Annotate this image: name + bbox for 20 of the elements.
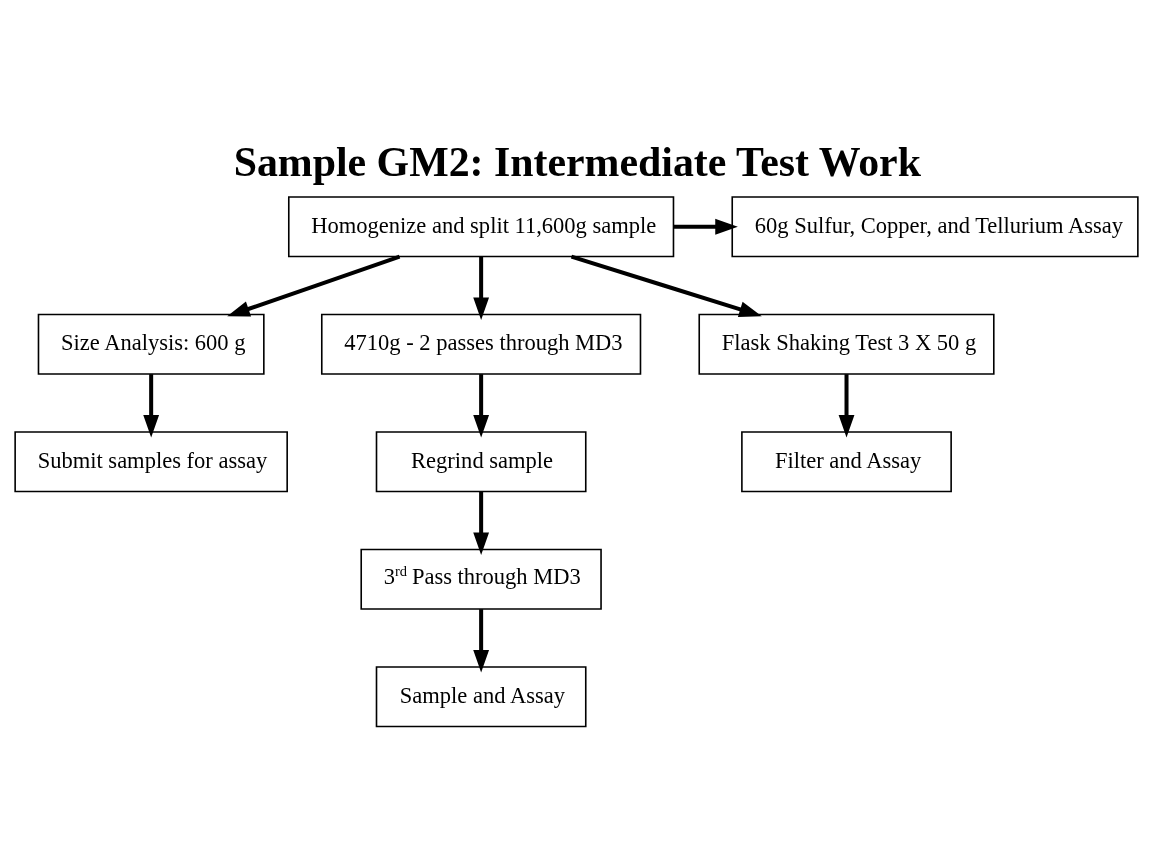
- arrow: [143, 374, 160, 438]
- node-box: Regrind sample: [375, 431, 587, 493]
- node-box: 3$^{rd}$ Pass through MD3: [360, 548, 602, 610]
- diagram-title: Sample GM2: Intermediate Test Work: [233, 138, 921, 185]
- arrow: [473, 256, 490, 321]
- arrow: [473, 609, 490, 673]
- arrow: [473, 374, 490, 438]
- node-box: 60g Sulfur, Copper, and Tellurium Assay: [731, 196, 1139, 258]
- node-box: Homogenize and split 11,600g sample: [287, 196, 675, 258]
- arrow: [227, 254, 401, 317]
- arrow: [473, 491, 490, 556]
- arrow: [673, 218, 738, 235]
- node-box: Sample and Assay: [375, 666, 587, 728]
- arrow: [838, 374, 855, 438]
- node-box: 4710g - 2 passes through MD3: [320, 313, 642, 375]
- node-box: Submit samples for assay: [14, 431, 288, 493]
- node-box: Size Analysis: 600 g: [37, 313, 265, 375]
- node-box: Filter and Assay: [741, 431, 952, 493]
- node-box: Flask Shaking Test 3 X 50 g: [698, 313, 995, 375]
- arrow: [570, 254, 762, 317]
